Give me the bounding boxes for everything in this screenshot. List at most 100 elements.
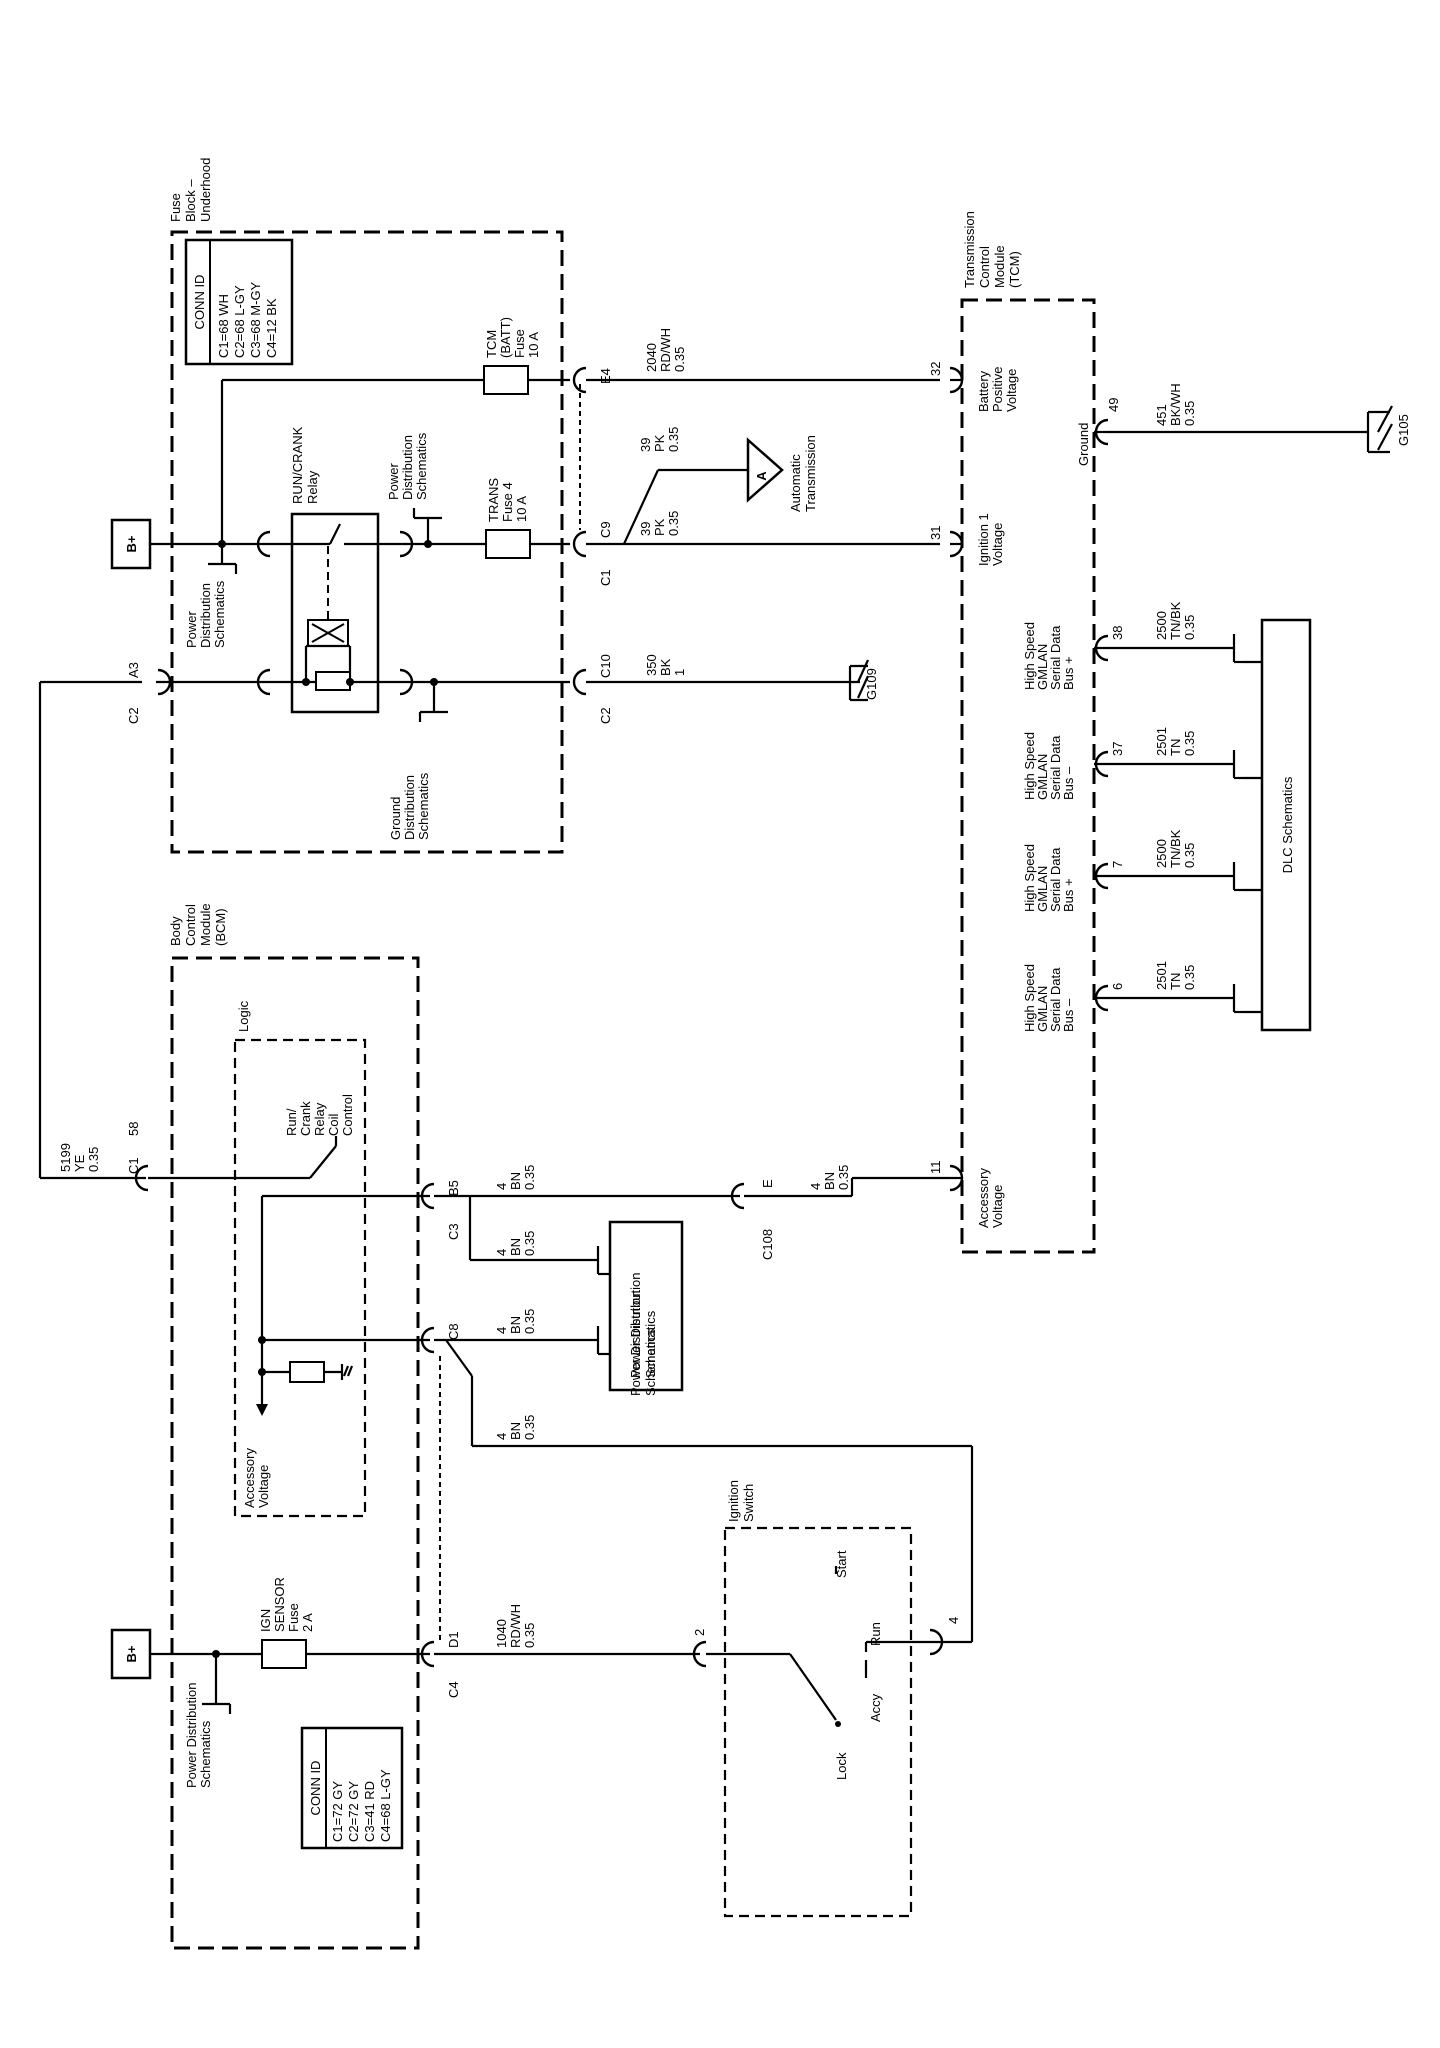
svg-text:Ground: Ground	[388, 797, 403, 840]
pin-c3: C3	[446, 1223, 461, 1240]
wire-2501a: 2501 TN 0.35	[1154, 727, 1197, 756]
svg-text:Accessory: Accessory	[976, 1168, 991, 1228]
svg-text:Schematics: Schematics	[414, 432, 429, 500]
pin-c2-a3: C2	[126, 707, 141, 724]
bcm-accessory-voltage-label: Accessory Voltage	[242, 1448, 271, 1508]
svg-text:GMLAN: GMLAN	[1035, 644, 1050, 690]
switch-start-label: Start	[834, 1550, 849, 1578]
svg-text:TN/BK: TN/BK	[1168, 601, 1183, 640]
svg-text:PK: PK	[652, 518, 667, 536]
svg-text:GMLAN: GMLAN	[1035, 986, 1050, 1032]
svg-text:Control: Control	[977, 246, 992, 288]
hs-bus-minus-label-37: High Speed GMLAN Serial Data Bus –	[1022, 732, 1076, 800]
automatic-transmission-label: Automatic Transmission	[788, 435, 818, 512]
wire-2040: 2040 RD/WH 0.35	[644, 328, 687, 372]
svg-text:Body: Body	[168, 916, 183, 946]
svg-text:Schematics: Schematics	[416, 772, 431, 840]
svg-text:2501: 2501	[1154, 961, 1169, 990]
svg-text:Power Distribution: Power Distribution	[184, 1683, 199, 1789]
svg-text:4: 4	[494, 1327, 509, 1334]
svg-text:2501: 2501	[1154, 727, 1169, 756]
svg-text:Ignition 1: Ignition 1	[976, 513, 991, 566]
svg-text:SENSOR: SENSOR	[272, 1577, 287, 1632]
svg-text:GMLAN: GMLAN	[1035, 866, 1050, 912]
tcm-box	[960, 298, 1096, 1254]
svg-text:Voltage: Voltage	[990, 1185, 1005, 1228]
pin-e: E	[760, 1179, 775, 1188]
svg-text:Voltage: Voltage	[256, 1465, 271, 1508]
fuse-block-underhood-box	[170, 230, 564, 854]
svg-text:Power: Power	[386, 462, 401, 500]
power-dist-box-1-label: Power Distribution Schematics	[628, 1273, 658, 1379]
svg-text:TN: TN	[1168, 739, 1183, 756]
svg-text:1: 1	[672, 669, 687, 676]
wire-4e: 4 BN 0.35	[494, 1415, 537, 1440]
svg-text:4: 4	[494, 1183, 509, 1190]
svg-text:Module: Module	[992, 245, 1007, 288]
svg-text:TN: TN	[1168, 973, 1183, 990]
svg-text:Voltage: Voltage	[1004, 369, 1019, 412]
svg-text:2 A: 2 A	[300, 1613, 315, 1632]
svg-text:0.35: 0.35	[522, 1231, 537, 1256]
svg-text:RD/WH: RD/WH	[508, 1604, 523, 1648]
svg-text:Positive: Positive	[990, 366, 1005, 412]
pin-7: 7	[1110, 861, 1125, 868]
svg-text:Bus –: Bus –	[1061, 766, 1076, 800]
wire-2501b: 2501 TN 0.35	[1154, 961, 1197, 990]
svg-text:5199: 5199	[58, 1143, 73, 1172]
svg-text:0.35: 0.35	[522, 1165, 537, 1190]
svg-text:IGN: IGN	[258, 1609, 273, 1632]
conn-id-c3: C3=68 M-GY	[248, 281, 263, 358]
wire-39a: 39 PK 0.35	[638, 427, 681, 452]
svg-text:Battery: Battery	[976, 370, 991, 412]
svg-text:2040: 2040	[644, 343, 659, 372]
svg-text:High Speed: High Speed	[1022, 964, 1037, 1032]
svg-text:Schematics: Schematics	[198, 1720, 213, 1788]
svg-text:YE: YE	[72, 1154, 87, 1172]
bus-pin-38	[1094, 634, 1244, 664]
pin-c108: C108	[760, 1229, 775, 1260]
power-dist-label-bottom: Power Distribution Schematics	[184, 1683, 213, 1789]
bcm-conn-id-table: CONN ID C1=72 GY C2=72 GY C3=41 RD C4=68…	[300, 1726, 404, 1850]
svg-text:Underhood: Underhood	[198, 158, 213, 222]
pin-c4: C4	[446, 1681, 461, 1698]
svg-text:Distribution: Distribution	[198, 583, 213, 648]
wire-4d: 4 BN 0.35	[494, 1309, 537, 1334]
svg-text:1040: 1040	[494, 1619, 509, 1648]
tcm-accessory-voltage-label: Accessory Voltage	[976, 1168, 1005, 1228]
g105-label: G105	[1396, 414, 1411, 446]
svg-text:10 A: 10 A	[514, 496, 529, 522]
pin-c2-fb: C2	[598, 707, 613, 724]
svg-text:Automatic: Automatic	[788, 454, 803, 512]
power-dist-label-left: Power Distribution Schematics	[184, 580, 227, 648]
svg-text:Relay: Relay	[305, 470, 320, 504]
svg-text:High Speed: High Speed	[1022, 622, 1037, 690]
svg-text:BN: BN	[822, 1172, 837, 1190]
svg-text:0.35: 0.35	[672, 347, 687, 372]
svg-text:Coil: Coil	[326, 1113, 341, 1136]
ign-sensor-fuse	[261, 1639, 307, 1669]
pin-b5: B5	[446, 1180, 461, 1196]
svg-text:Accessory: Accessory	[242, 1448, 257, 1508]
svg-text:Distribution: Distribution	[400, 435, 415, 500]
c108-connector	[730, 1182, 745, 1210]
svg-text:0.35: 0.35	[666, 511, 681, 536]
wire-451: 451 BK/WH 0.35	[1154, 383, 1197, 426]
switch-run-label: Run	[868, 1622, 883, 1646]
ignition-switch-title: Ignition Switch	[726, 1480, 756, 1522]
pin-38: 38	[1110, 626, 1125, 640]
wire-350: 350 BK 1	[644, 654, 687, 676]
svg-text:39: 39	[638, 522, 653, 536]
bus-pin-6	[1094, 984, 1244, 1014]
svg-text:High Speed: High Speed	[1022, 844, 1037, 912]
bcm-title: Body Control Module (BCM)	[168, 903, 228, 946]
pin-37: 37	[1110, 742, 1125, 756]
trans-fuse-label: TRANS Fuse 4 10 A	[486, 478, 529, 522]
bcm-logic-box	[233, 1038, 367, 1518]
connector-c10	[572, 668, 860, 696]
hs-bus-plus-label-38: High Speed GMLAN Serial Data Bus +	[1022, 622, 1076, 690]
bcm-conn-id-c1: C1=72 GY	[330, 1781, 345, 1842]
tcm-batt-fuse	[483, 365, 529, 395]
switch-lock-label: Lock	[834, 1752, 849, 1780]
